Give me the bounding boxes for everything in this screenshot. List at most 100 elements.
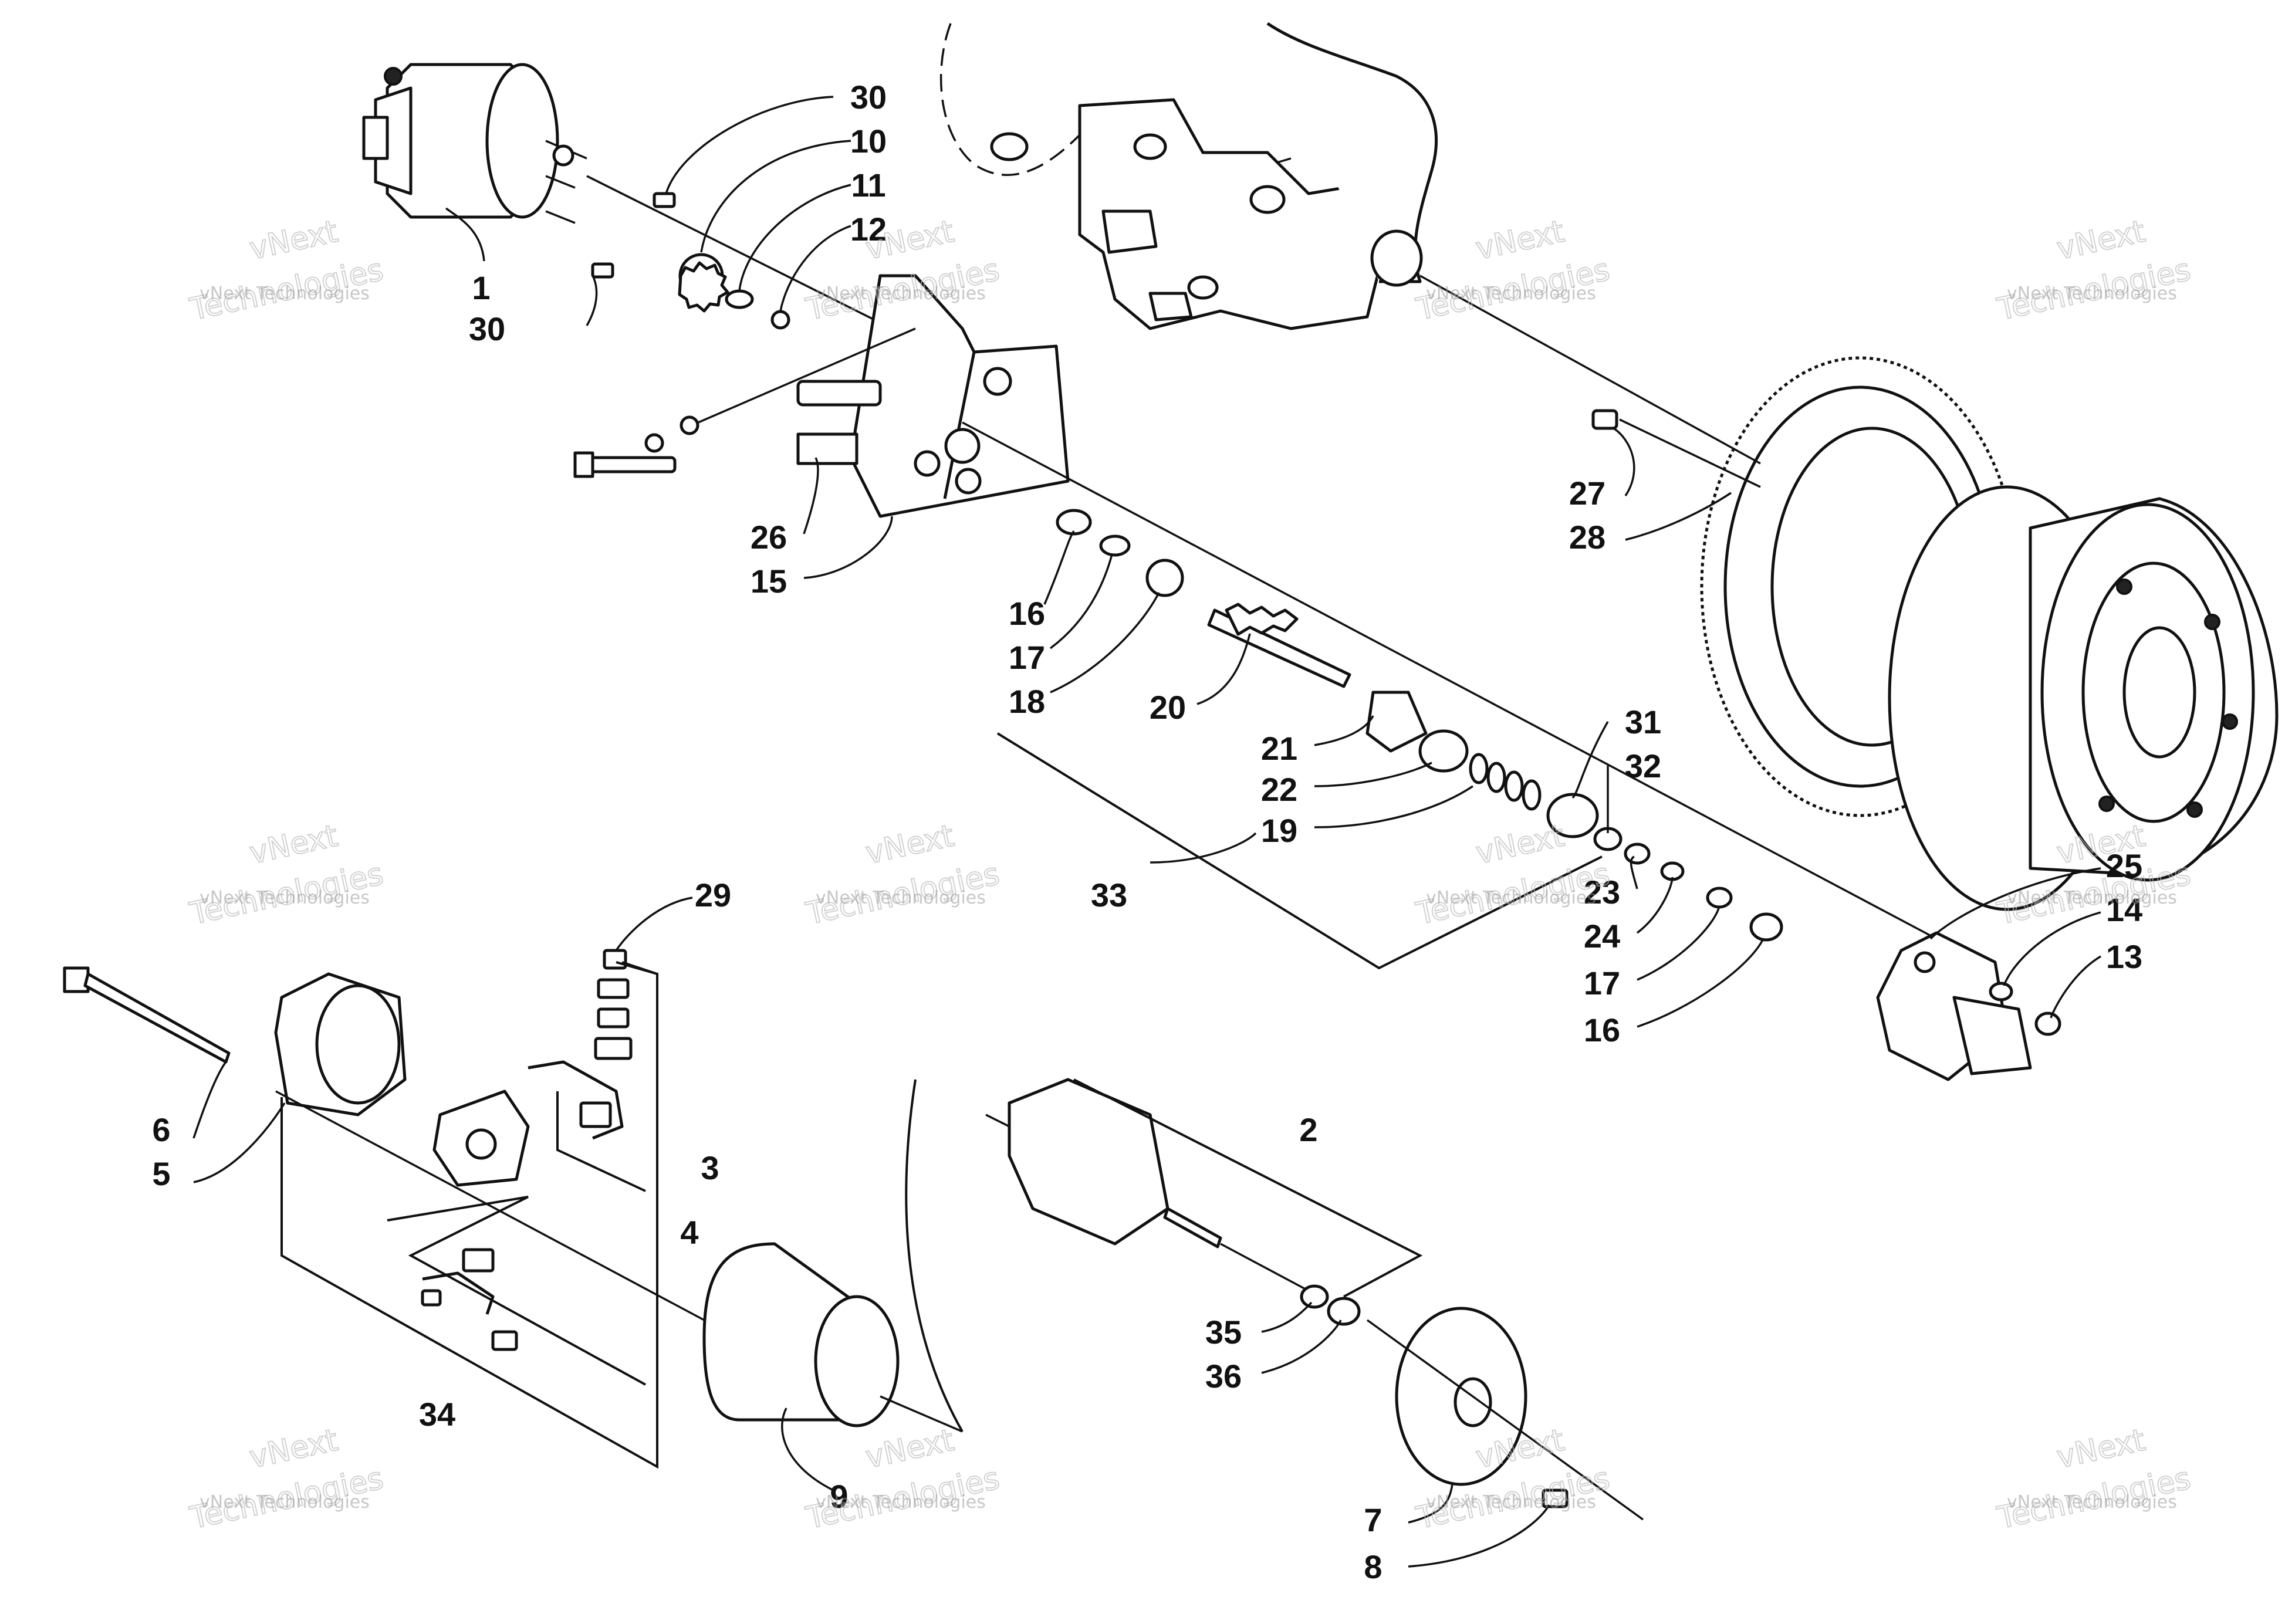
callout-32: 32 — [1625, 747, 1661, 784]
nut-13 — [2034, 1011, 2061, 1036]
callout-24: 24 — [1584, 918, 1620, 955]
callout-1: 1 — [472, 269, 490, 306]
callout-31: 31 — [1625, 703, 1661, 740]
lower-axis — [275, 1090, 705, 1321]
callout-15: 15 — [751, 563, 787, 600]
bracket-2 — [1073, 1078, 1423, 1298]
callout-30b: 30 — [469, 310, 505, 347]
bolt-washer-set — [573, 327, 916, 478]
watermark: vNext Technologies vNext Technologies — [186, 214, 387, 329]
watermark: vNext Technologies vNext Technologies — [1412, 214, 1613, 329]
watermark: vNext Technologies vNext Technologies — [802, 1422, 1003, 1537]
armature — [985, 1078, 1309, 1292]
svg-text:vNext Technologies: vNext Technologies — [816, 1492, 986, 1513]
housing-wire — [905, 1079, 964, 1432]
callout-3: 3 — [701, 1149, 719, 1186]
callout-29: 29 — [695, 877, 731, 914]
callout-4: 4 — [680, 1214, 698, 1251]
bracket-3 — [621, 961, 658, 975]
callout-16a: 16 — [1009, 595, 1045, 632]
lower-axis-2 — [880, 1395, 963, 1433]
through-bolt — [63, 966, 231, 1064]
svg-text:vNext: vNext — [1473, 214, 1567, 267]
callout-9: 9 — [830, 1478, 848, 1515]
callout-6: 6 — [152, 1111, 170, 1148]
svg-text:vNext: vNext — [246, 818, 341, 871]
callout-16b: 16 — [1584, 1011, 1620, 1048]
engine-shaft-axis — [1419, 275, 1761, 465]
end-cover — [274, 972, 407, 1116]
callout-14: 14 — [2106, 891, 2142, 928]
motor-housing — [702, 1242, 900, 1427]
svg-text:vNext Technologies: vNext Technologies — [2007, 283, 2177, 304]
callout-23: 23 — [1584, 874, 1620, 911]
svg-text:vNext Technologies: vNext Technologies — [816, 283, 986, 304]
callout-17b: 17 — [1584, 965, 1620, 1002]
svg-text:vNext Technologies: vNext Technologies — [200, 283, 370, 304]
callout-33: 33 — [1091, 877, 1127, 914]
watermark: vNext Technologies vNext Technologies — [802, 818, 1003, 933]
callout-34: 34 — [419, 1396, 455, 1433]
watermark: vNext Technologies vNext Technologies — [1993, 214, 2194, 329]
drive-end-housing — [1876, 931, 2032, 1081]
svg-text:vNext: vNext — [1473, 818, 1567, 871]
svg-text:vNext Technologies: vNext Technologies — [1426, 1492, 1596, 1513]
callout-30a: 30 — [850, 79, 887, 116]
callout-labels: 1 2 3 4 5 6 7 8 9 10 11 12 13 14 15 16 1… — [152, 79, 2142, 1585]
svg-text:vNext Technologies: vNext Technologies — [816, 888, 986, 908]
thrust-washer-35 — [1300, 1284, 1329, 1309]
watermark: vNext Technologies vNext Technologies — [186, 1422, 387, 1537]
engine-block-outline — [939, 22, 1438, 330]
callout-36: 36 — [1205, 1358, 1242, 1395]
svg-text:vNext Technologies: vNext Technologies — [200, 1492, 370, 1513]
brush-holder — [432, 1090, 530, 1187]
svg-text:vNext Technologies: vNext Technologies — [1426, 888, 1596, 908]
thrust-washer-36 — [1327, 1297, 1361, 1326]
svg-text:vNext Technologies: vNext Technologies — [1426, 283, 1596, 304]
brush-terminal-hardware — [528, 949, 633, 1140]
mounting-bracket — [796, 274, 1070, 518]
callout-21: 21 — [1261, 730, 1297, 767]
svg-text:vNext: vNext — [863, 818, 957, 871]
callout-2: 2 — [1299, 1111, 1317, 1148]
callout-20: 20 — [1150, 689, 1186, 726]
screw-8 — [1542, 1488, 1569, 1508]
svg-text:vNext: vNext — [2054, 214, 2148, 267]
ring-gear-bolt — [1591, 409, 1761, 488]
svg-text:vNext Technologies: vNext Technologies — [200, 888, 370, 908]
washer-14 — [1989, 982, 2013, 1002]
svg-text:vNext: vNext — [246, 1423, 341, 1476]
lower-axis-3 — [1366, 1319, 1644, 1521]
callout-17a: 17 — [1009, 639, 1045, 676]
watermark: vNext Technologies vNext Technologies — [1993, 1422, 2194, 1537]
callout-26: 26 — [751, 519, 787, 556]
callout-10: 10 — [850, 123, 887, 160]
svg-text:vNext: vNext — [2054, 1423, 2148, 1476]
callout-5: 5 — [152, 1155, 170, 1192]
drive-assembly — [962, 421, 1937, 942]
watermark: vNext Technologies vNext Technologies — [186, 818, 387, 933]
svg-text:vNext: vNext — [863, 1423, 957, 1476]
drive-clutch — [1888, 485, 2279, 911]
brush-set — [421, 1248, 518, 1351]
callout-13: 13 — [2106, 938, 2142, 975]
callout-7: 7 — [1364, 1501, 1382, 1538]
svg-text:vNext: vNext — [246, 214, 341, 267]
spring — [1469, 753, 1542, 811]
callout-12: 12 — [850, 211, 887, 248]
svg-text:vNext Technologies: vNext Technologies — [2007, 1492, 2177, 1513]
callout-19: 19 — [1261, 812, 1297, 849]
callout-22: 22 — [1261, 771, 1297, 808]
svg-text:vNext Technologies: vNext Technologies — [2007, 888, 2177, 908]
callout-35: 35 — [1205, 1314, 1242, 1351]
brush-bracket — [387, 1196, 646, 1386]
callout-28: 28 — [1569, 519, 1605, 556]
callout-11: 11 — [851, 167, 885, 204]
leader-lines — [192, 96, 2101, 1568]
bracket-4 — [556, 1091, 646, 1192]
starter-hardware — [591, 192, 790, 330]
callout-25: 25 — [2106, 847, 2142, 884]
callout-8: 8 — [1364, 1548, 1382, 1585]
starter-motor — [362, 63, 587, 224]
